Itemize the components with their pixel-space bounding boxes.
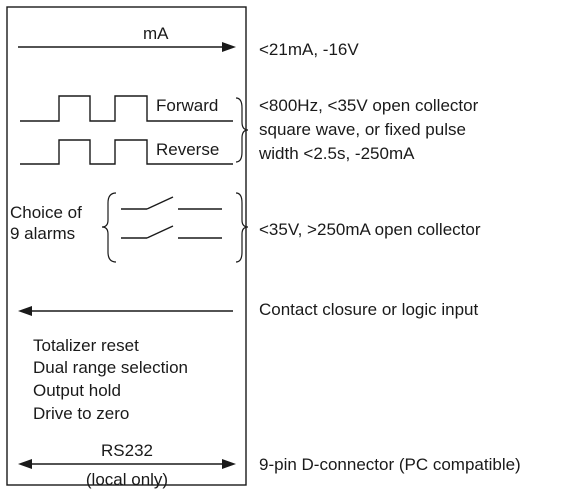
spec-alarms: <35V, >250mA open collector xyxy=(259,220,481,239)
ma-label: mA xyxy=(143,24,169,43)
spec-ma: <21mA, -16V xyxy=(259,40,359,59)
spec-pulse-line2: square wave, or fixed pulse xyxy=(259,120,466,139)
spec-pulse-line3: width <2.5s, -250mA xyxy=(259,144,415,163)
input-option-dual-range: Dual range selection xyxy=(33,358,188,377)
spec-pulse-line1: <800Hz, <35V open collector xyxy=(259,96,479,115)
input-arrow-left-icon xyxy=(18,306,233,316)
rs232-sublabel: (local only) xyxy=(85,470,169,489)
reverse-square-wave-icon xyxy=(20,139,233,165)
spec-contact: Contact closure or logic input xyxy=(259,300,479,319)
output-box xyxy=(6,6,247,486)
rs232-label: RS232 xyxy=(101,441,153,460)
ma-arrow-right-icon xyxy=(18,42,236,52)
pulse-brace-icon xyxy=(235,97,249,163)
alarm-right-brace-icon xyxy=(235,192,249,263)
rs232-double-arrow-icon xyxy=(18,459,236,469)
input-option-totalizer-reset: Totalizer reset xyxy=(33,336,139,355)
spec-rs232: 9-pin D-connector (PC compatible) xyxy=(259,455,521,474)
input-option-drive-to-zero: Drive to zero xyxy=(33,404,130,423)
alarm-switch-1-icon xyxy=(121,196,222,210)
alarms-label-line1: Choice of xyxy=(10,203,82,222)
forward-square-wave-icon xyxy=(20,95,233,122)
alarm-left-brace-icon xyxy=(101,192,117,263)
alarm-switch-2-icon xyxy=(121,225,222,239)
forward-label: Forward xyxy=(156,96,219,115)
reverse-label: Reverse xyxy=(156,140,220,159)
alarms-label-line2: 9 alarms xyxy=(10,224,76,243)
input-option-output-hold: Output hold xyxy=(33,381,121,400)
